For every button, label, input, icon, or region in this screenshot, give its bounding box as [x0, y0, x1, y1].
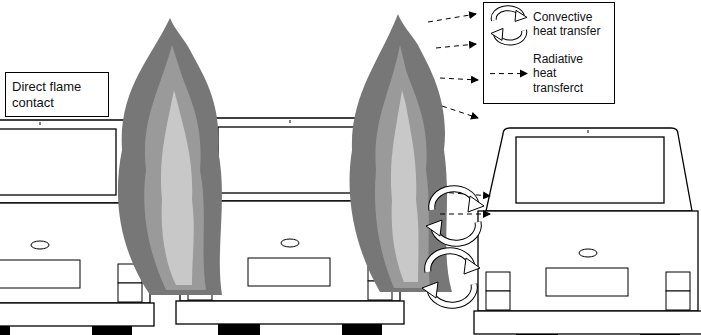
convective-sample — [491, 8, 527, 42]
flame-right — [350, 14, 452, 292]
flame-left — [118, 18, 222, 295]
convective-arrows — [422, 189, 484, 305]
box-label: Direct flame contact — [12, 79, 102, 110]
legend-text: Convective heat transfer — [533, 10, 607, 39]
label-box: Direct flame contact — [5, 72, 109, 117]
right-car — [474, 128, 701, 335]
radiative-sample — [490, 70, 528, 78]
radiative-arrows — [428, 14, 490, 214]
legend-text: Radiative heat transferct — [533, 52, 607, 95]
